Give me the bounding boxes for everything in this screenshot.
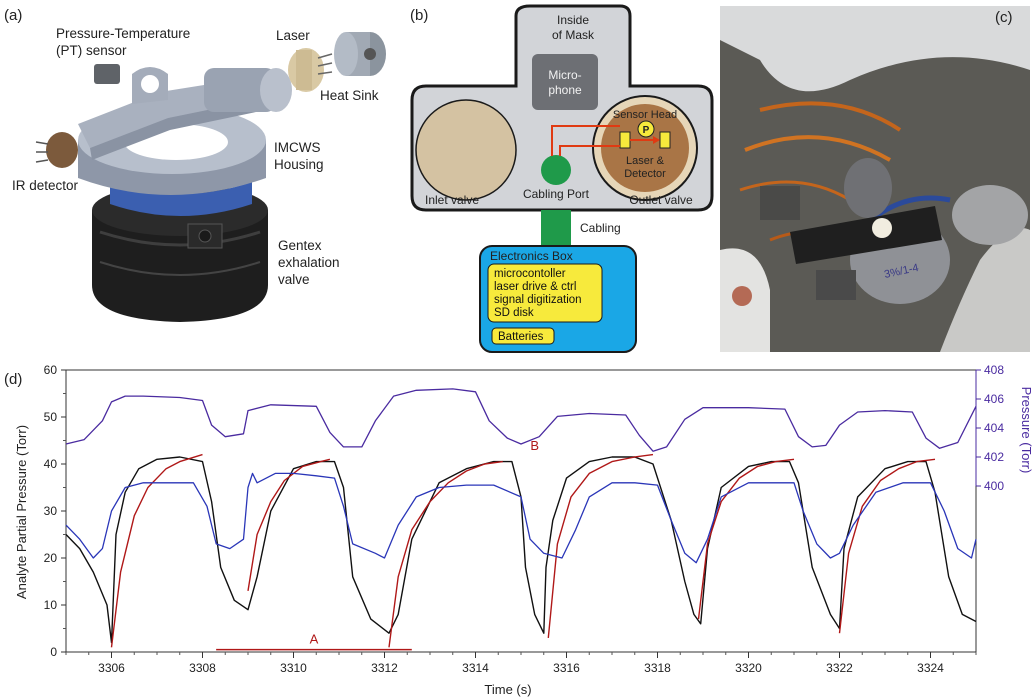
pt-sensor-label-1: Pressure-Temperature [56, 26, 190, 41]
y-tick-label: 40 [44, 457, 58, 471]
electronics-items-box [487, 263, 603, 323]
ir-detector-label: IR detector [12, 178, 79, 193]
beam-arrow-head [653, 136, 660, 144]
panel-c-label: (c) [995, 9, 1013, 26]
electronics-item: laser drive & ctrl [494, 281, 576, 293]
annotation-label: B [530, 438, 539, 453]
x-tick-label: 3320 [735, 661, 762, 675]
device-photo [720, 6, 1030, 352]
panel-b: (b) Inside of Mask Micro- phone Inlet va… [410, 4, 714, 353]
gentex-label-1: Gentex [278, 238, 322, 253]
panel-a-label: (a) [4, 7, 22, 24]
x-tick-label: 3322 [826, 661, 853, 675]
chart-axes: 3306 3308 3310 3312 3314 3316 3318 3320 3322 3324… [44, 363, 1005, 675]
panel-d-label: (d) [4, 371, 22, 388]
y-tick-label: 30 [44, 504, 58, 518]
electronics-item: signal digitization [494, 294, 582, 306]
pressure-upper-series-line [65, 388, 977, 452]
laser-detector-label-1: Laser & [626, 155, 665, 167]
ir-detector-drawing [35, 132, 78, 168]
inlet-valve-label: Inlet valve [425, 193, 479, 207]
batteries-label: Batteries [498, 331, 544, 343]
cabling-tube [541, 210, 571, 248]
plot-area-border [65, 369, 977, 653]
chart-frame [65, 369, 977, 653]
panel-c: 3%/1-4 (c) [720, 6, 1030, 352]
panel-a: (a) [4, 7, 386, 322]
x-tick-label: 3314 [462, 661, 489, 675]
imcws-housing-drawing [78, 67, 266, 195]
y-tick-label: 0 [50, 645, 57, 659]
x-tick-label: 3312 [371, 661, 398, 675]
x-axis-title: Time (s) [484, 682, 531, 697]
x-tick-label: 3318 [644, 661, 671, 675]
electronics-item: SD disk [494, 307, 534, 319]
x-tick-label: 3324 [917, 661, 944, 675]
y-tick-label: 10 [44, 598, 58, 612]
imcws-label-1: IMCWS [274, 140, 321, 155]
y-axis-title: Analyte Partial Pressure (Torr) [14, 425, 29, 599]
y-tick-label: 60 [44, 363, 58, 377]
microphone-label-2: phone [548, 83, 582, 97]
gentex-label-2: exhalation [278, 255, 340, 270]
pt-sensor-drawing [94, 64, 120, 84]
analyte-series-line [65, 456, 977, 644]
cabling-label: Cabling [580, 221, 621, 235]
y-right-tick-label: 408 [984, 363, 1004, 377]
heat-sink-drawing [334, 32, 386, 76]
gentex-label-3: valve [278, 272, 310, 287]
panel-b-label: (b) [410, 7, 428, 24]
signal-line-2 [559, 145, 620, 156]
pt-sensor-label-2: (PT) sensor [56, 43, 127, 58]
cabling-port-circle [541, 155, 571, 185]
laser-label: Laser [276, 28, 310, 43]
heat-sink-label: Heat Sink [320, 88, 379, 103]
electronics-box-label: Electronics Box [490, 249, 573, 263]
blue-seal-ring [110, 182, 252, 216]
annotation-label: A [310, 632, 319, 647]
pressure-sensor-symbol: P [643, 125, 650, 136]
electronics-item: microcontoller [494, 268, 566, 280]
microphone-label-1: Micro- [548, 68, 581, 82]
inside-of-mask-label-1: Inside [557, 13, 589, 27]
y-axis-title-right: Pressure (Torr) [1019, 387, 1034, 474]
y-tick-label: 20 [44, 551, 58, 565]
mcws-assembly-illustration [35, 32, 386, 322]
x-tick-label: 3306 [98, 661, 125, 675]
y-tick-label: 50 [44, 410, 58, 424]
x-tick-label: 3316 [553, 661, 580, 675]
outlet-valve-label: Outlet valve [629, 193, 693, 207]
outlet-valve-inner [601, 104, 689, 192]
fit-series-line [110, 453, 936, 648]
laser-drawing [204, 48, 333, 112]
detector-block [659, 131, 671, 149]
x-tick-label: 3310 [280, 661, 307, 675]
laser-detector-label-2: Detector [624, 168, 666, 180]
inside-of-mask-label-2: of Mask [552, 28, 595, 42]
y-right-tick-label: 402 [984, 450, 1004, 464]
y-right-tick-label: 404 [984, 421, 1004, 435]
inlet-valve-circle [415, 99, 517, 201]
sensor-head-label: Sensor Head [613, 109, 677, 121]
pressure-lower-series-line [65, 472, 977, 564]
microphone-box [532, 54, 598, 110]
laser-block [619, 131, 631, 149]
cabling-port-label: Cabling Port [523, 187, 590, 201]
x-tick-label: 3308 [189, 661, 216, 675]
pressure-sensor-icon [637, 120, 655, 138]
y-right-tick-label: 400 [984, 479, 1004, 493]
y-right-tick-label: 406 [984, 392, 1004, 406]
chart-series [65, 388, 977, 648]
imcws-label-2: Housing [274, 157, 324, 172]
batteries-box [491, 327, 555, 345]
chart-annotations: AB [216, 438, 539, 651]
signal-line [551, 125, 620, 156]
